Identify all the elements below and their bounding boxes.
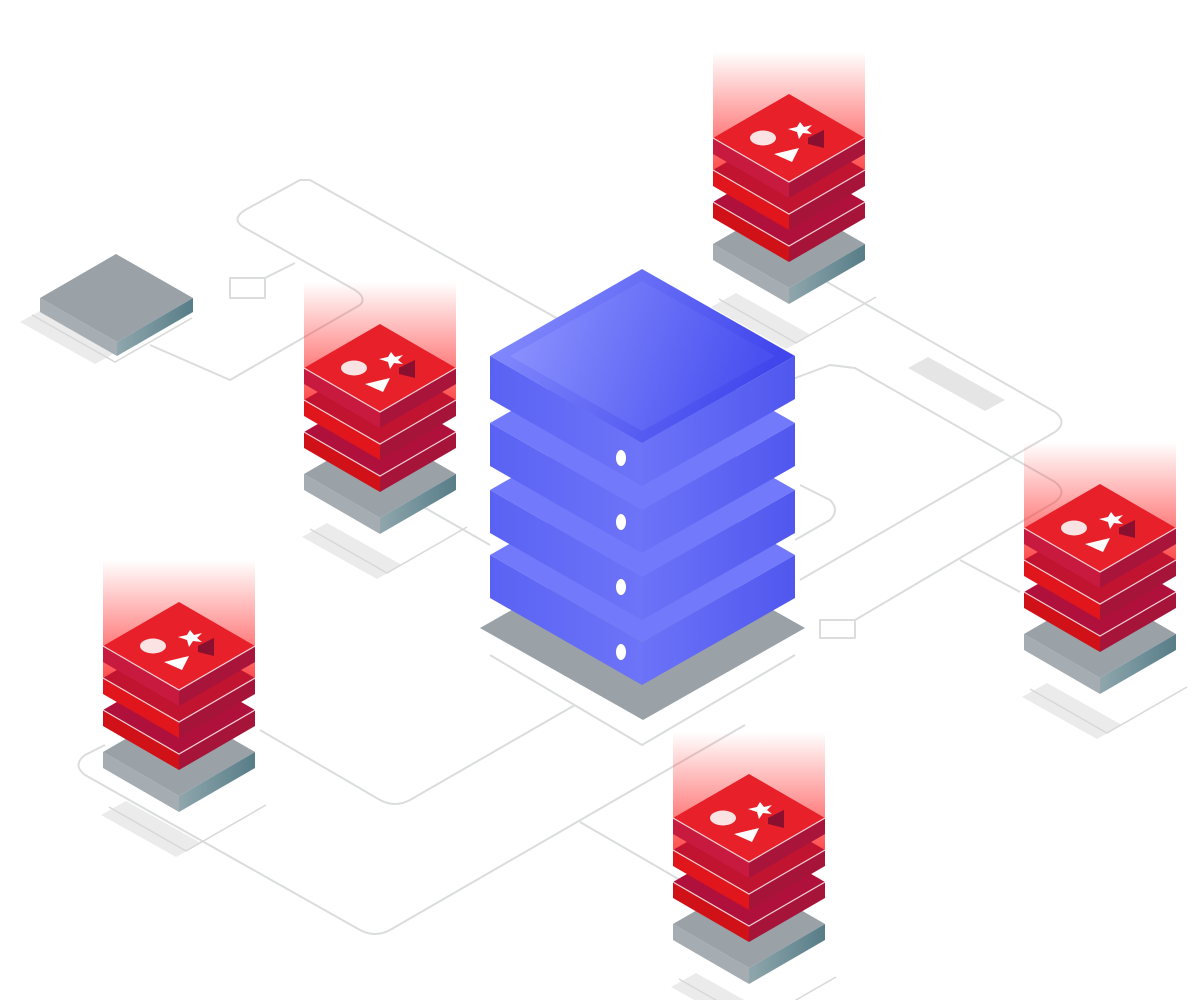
redis-node-right [1021,441,1188,740]
redis-node-left [301,281,468,580]
server-stack-icon [480,269,805,720]
empty-platform-icon [20,254,193,364]
redis-node-bottom [670,731,837,1000]
server-layer-1 [490,269,795,486]
server-led-icon [616,514,626,530]
decorative-slab [908,357,1005,411]
server-led-icon [616,644,626,660]
server-led-icon [616,579,626,595]
redis-node-bottom-left [100,559,267,858]
redis-node-top [710,51,877,350]
server-led-icon [616,450,626,466]
